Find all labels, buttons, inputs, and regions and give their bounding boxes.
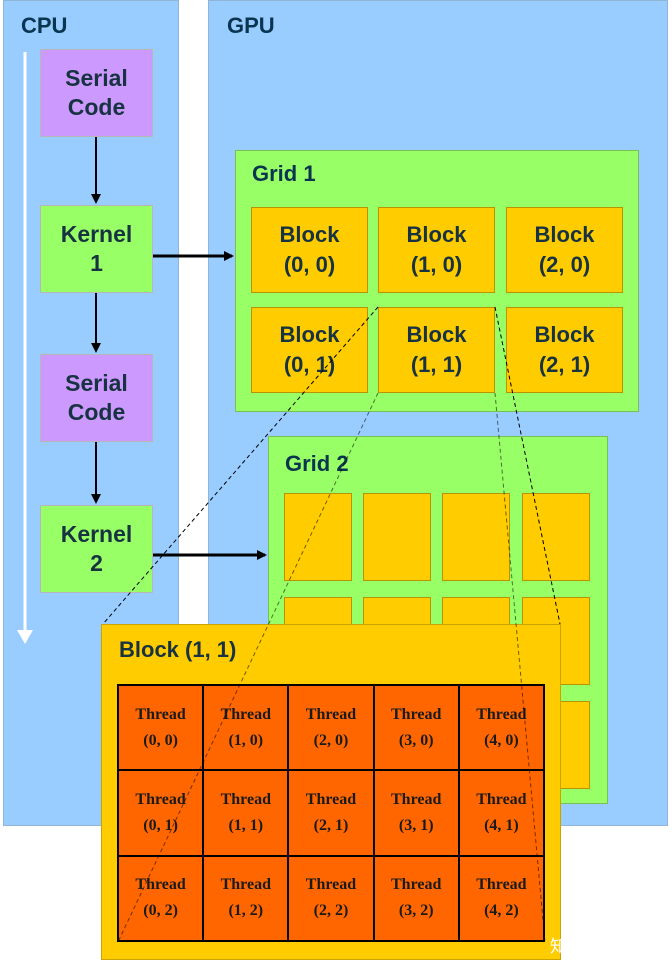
- thread-cell: Thread (4, 0): [459, 686, 543, 770]
- grid-2-block: [284, 493, 352, 581]
- thread-cell: Thread (1, 1): [204, 771, 288, 855]
- grid-1-block: Block (0, 0): [251, 207, 368, 293]
- cpu-title: CPU: [21, 13, 68, 38]
- kernel-label: Kernel: [60, 521, 133, 547]
- thread-index: (1, 1): [228, 816, 264, 834]
- block-index: (1, 1): [410, 352, 463, 377]
- thread-label: Thread: [135, 705, 186, 723]
- thread-cell: Thread (3, 1): [374, 771, 458, 855]
- thread-cell: Thread (3, 0): [374, 686, 458, 770]
- thread-index: (4, 0): [484, 731, 519, 749]
- thread-label: Thread: [220, 876, 271, 894]
- grid-1-block: Block (2, 1): [506, 307, 623, 393]
- block-label: Block: [534, 222, 595, 247]
- block-detail-title: Block (1, 1): [119, 637, 237, 662]
- thread-index: (2, 1): [313, 816, 349, 834]
- kernel-label: Kernel: [60, 221, 133, 247]
- thread-index: (0, 1): [143, 816, 178, 834]
- thread-cell: Thread (0, 2): [119, 856, 203, 940]
- thread-label: Thread: [135, 876, 186, 894]
- thread-cell: Thread (4, 2): [459, 856, 543, 940]
- thread-label: Thread: [476, 790, 527, 808]
- thread-label: Thread: [220, 790, 271, 808]
- thread-cell: Thread (1, 0): [204, 686, 288, 770]
- grid-2-block: [442, 493, 510, 581]
- thread-label: Thread: [305, 790, 357, 808]
- grid-1-block: Block (0, 1): [251, 307, 368, 393]
- thread-cell: Thread (2, 0): [289, 686, 373, 770]
- serial-code-label: Serial: [65, 65, 128, 91]
- thread-index: (4, 2): [484, 902, 519, 920]
- thread-index: (0, 0): [143, 731, 178, 749]
- grid-2-block: [522, 493, 590, 581]
- thread-label: Thread: [220, 705, 271, 723]
- grid-1-block: Block (1, 0): [378, 207, 495, 293]
- thread-label: Thread: [135, 790, 186, 808]
- thread-index: (4, 1): [484, 816, 519, 834]
- watermark: 知乎 @sazc: [550, 937, 644, 957]
- thread-cell: Thread (0, 0): [119, 686, 203, 770]
- kernel-2-box: Kernel 2: [40, 505, 153, 593]
- thread-index: (3, 2): [398, 902, 434, 920]
- kernel-number: 1: [90, 250, 103, 276]
- thread-index: (2, 0): [313, 731, 349, 749]
- gpu-title: GPU: [227, 13, 275, 38]
- block-index: (0, 1): [283, 352, 336, 377]
- thread-label: Thread: [305, 876, 357, 894]
- thread-index: (3, 1): [398, 816, 434, 834]
- thread-index: (3, 0): [398, 731, 434, 749]
- thread-label: Thread: [305, 705, 357, 723]
- block-label: Block: [534, 322, 595, 347]
- serial-code-label: Code: [67, 399, 126, 425]
- grid-2-block: [363, 493, 431, 581]
- thread-label: Thread: [391, 790, 442, 808]
- thread-index: (1, 2): [228, 902, 264, 920]
- serial-code-label: Serial: [65, 370, 128, 396]
- thread-index: (1, 0): [228, 731, 264, 749]
- serial-code-label: Code: [67, 94, 126, 120]
- thread-index: (2, 2): [313, 902, 349, 920]
- grid-1-block: Block (2, 0): [506, 207, 623, 293]
- kernel-1-box: Kernel 1: [40, 205, 153, 293]
- grid-1-title: Grid 1: [252, 161, 316, 186]
- block-index: (2, 1): [538, 352, 591, 377]
- block-index: (0, 0): [283, 252, 336, 277]
- block-index: (2, 0): [538, 252, 591, 277]
- block-label: Block: [406, 322, 467, 347]
- thread-cell: Thread (1, 2): [204, 856, 288, 940]
- block-label: Block: [279, 322, 340, 347]
- grid-1-block-highlighted: Block (1, 1): [378, 307, 495, 393]
- thread-label: Thread: [476, 876, 527, 894]
- block-label: Block: [406, 222, 467, 247]
- thread-grid: Thread (0, 0) Thread (1, 0) Thread (2, 0) T…: [117, 684, 545, 942]
- thread-label: Thread: [391, 705, 442, 723]
- thread-index: (0, 2): [143, 902, 178, 920]
- thread-cell: Thread (2, 1): [289, 771, 373, 855]
- thread-cell: Thread (3, 2): [374, 856, 458, 940]
- thread-cell: Thread (2, 2): [289, 856, 373, 940]
- block-index: (1, 0): [410, 252, 463, 277]
- block-label: Block: [279, 222, 340, 247]
- thread-cell: Thread (4, 1): [459, 771, 543, 855]
- kernel-number: 2: [90, 550, 103, 576]
- grid-2-title: Grid 2: [285, 451, 349, 476]
- thread-label: Thread: [391, 876, 442, 894]
- thread-cell: Thread (0, 1): [119, 771, 203, 855]
- thread-label: Thread: [476, 705, 527, 723]
